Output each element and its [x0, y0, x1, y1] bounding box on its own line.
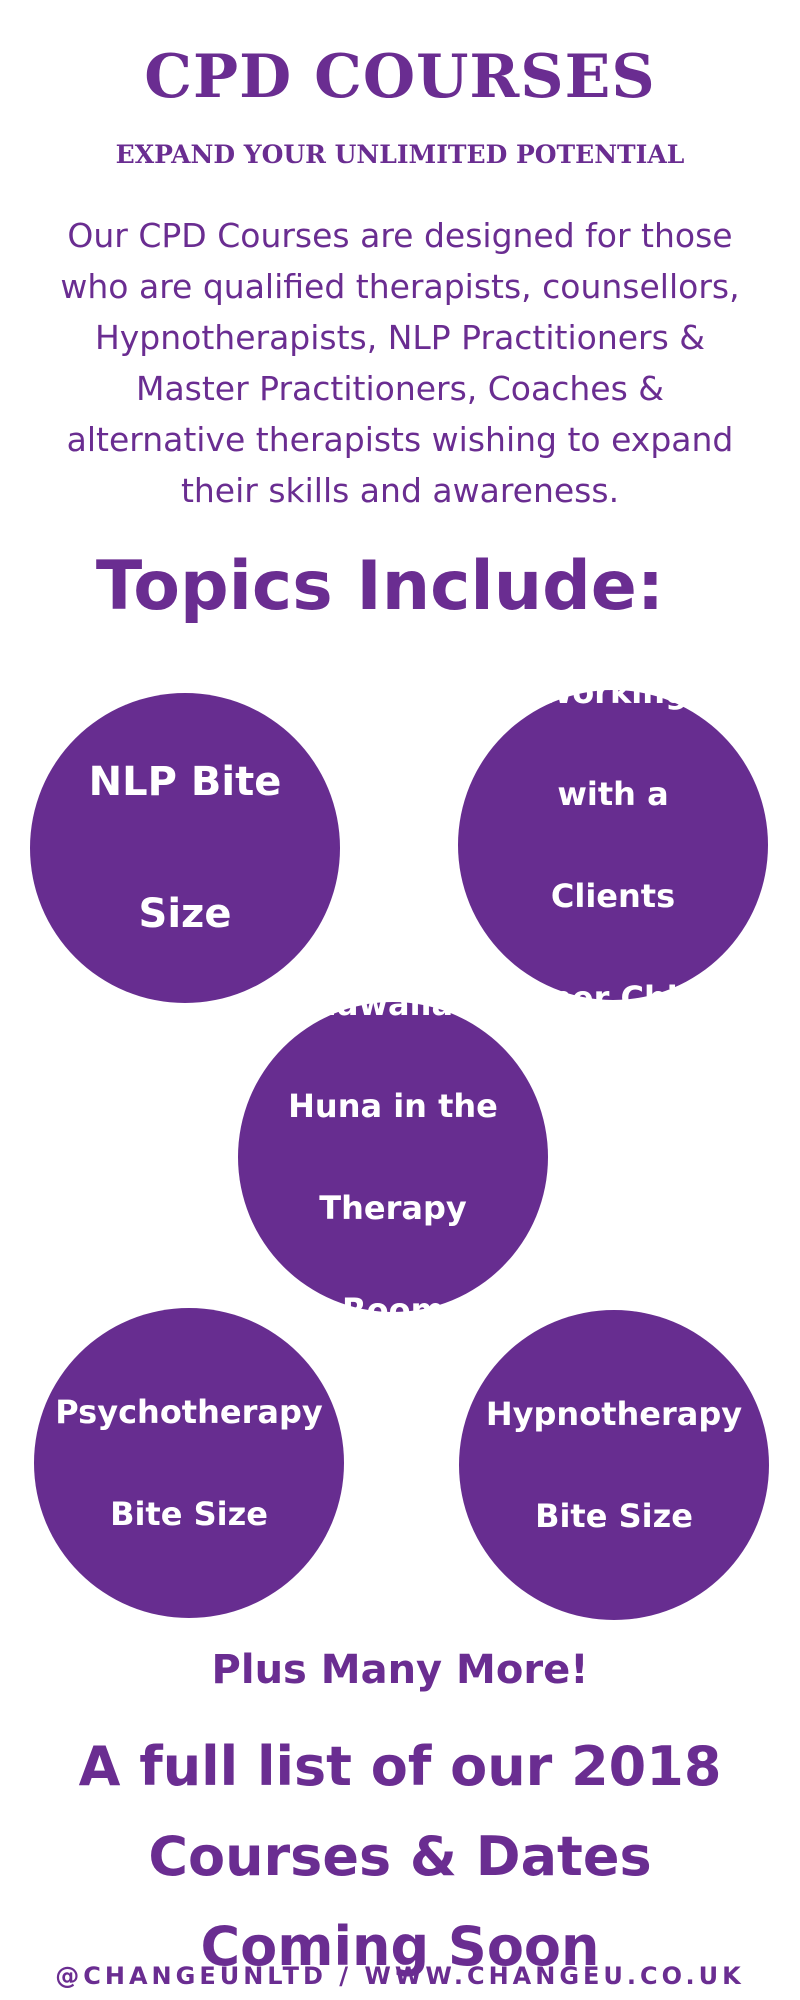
topic-label-line: Clients [550, 876, 676, 915]
topic-label-line: NLP Bite [88, 759, 282, 805]
topic-label-line: Hawaiian [310, 984, 476, 1023]
coming-soon-line: Courses & Dates [148, 1825, 652, 1888]
topic-label: Hawaiian Huna in the Therapy Room [288, 928, 498, 1387]
coming-soon-message: A full list of our 2018 Courses & Dates … [0, 1722, 800, 1992]
topic-label-line: Room [342, 1290, 444, 1329]
intro-paragraph: Our CPD Courses are designed for those w… [25, 210, 775, 516]
topic-label-line: Inner Child [514, 978, 712, 1017]
page-title: CPD COURSES [144, 42, 656, 112]
topic-circle-hawaiian-huna: Hawaiian Huna in the Therapy Room [238, 985, 548, 1329]
topic-circle-psychotherapy: Psychotherapy Bite Size [34, 1308, 344, 1618]
topic-label: Psychotherapy Bite Size [55, 1336, 322, 1591]
topic-label-line: Therapy [319, 1188, 467, 1227]
topic-circle-hypnotherapy: Hypnotherapy Bite Size [459, 1310, 769, 1620]
footer-social-website: @CHANGEUNLTD / WWW.CHANGEU.CO.UK [55, 1962, 745, 1990]
intro-line: Our CPD Courses are designed for those [67, 216, 733, 255]
topics-heading: Topics Include: [95, 547, 665, 626]
topic-label-line: Bite Size [535, 1496, 693, 1535]
coming-soon-line: A full list of our 2018 [78, 1735, 722, 1798]
topic-label-line: Hypnotherapy [485, 1394, 743, 1433]
topic-circle-nlp-bite-size: NLP Bite Size [30, 693, 340, 1003]
coming-soon-line: Coming Soon [200, 1915, 600, 1978]
topic-label-line: Size [138, 891, 232, 937]
topic-circle-inner-child: Working with a Clients Inner Child [458, 673, 768, 1017]
topic-label: NLP Bite Size [89, 683, 282, 1013]
topic-label-line: Huna in the [288, 1086, 498, 1125]
topic-label: Working with a Clients Inner Child [514, 616, 711, 1075]
intro-line: who are qualified therapists, counsellor… [60, 267, 740, 306]
intro-line: their skills and awareness. [180, 471, 620, 510]
page-subtitle: EXPAND YOUR UNLIMITED POTENTIAL [115, 140, 685, 169]
plus-many-more-text: Plus Many More! [211, 1647, 589, 1693]
topic-label-line: Working [538, 672, 688, 711]
topic-label: Hypnotherapy Bite Size [486, 1338, 742, 1593]
topic-label-line: Bite Size [110, 1494, 268, 1533]
topic-label-line: Psychotherapy [55, 1392, 323, 1431]
intro-line: Master Practitioners, Coaches & [135, 369, 665, 408]
intro-line: Hypnotherapists, NLP Practitioners & [94, 318, 706, 357]
topic-label-line: with a [557, 774, 669, 813]
intro-line: alternative therapists wishing to expand [66, 420, 734, 459]
